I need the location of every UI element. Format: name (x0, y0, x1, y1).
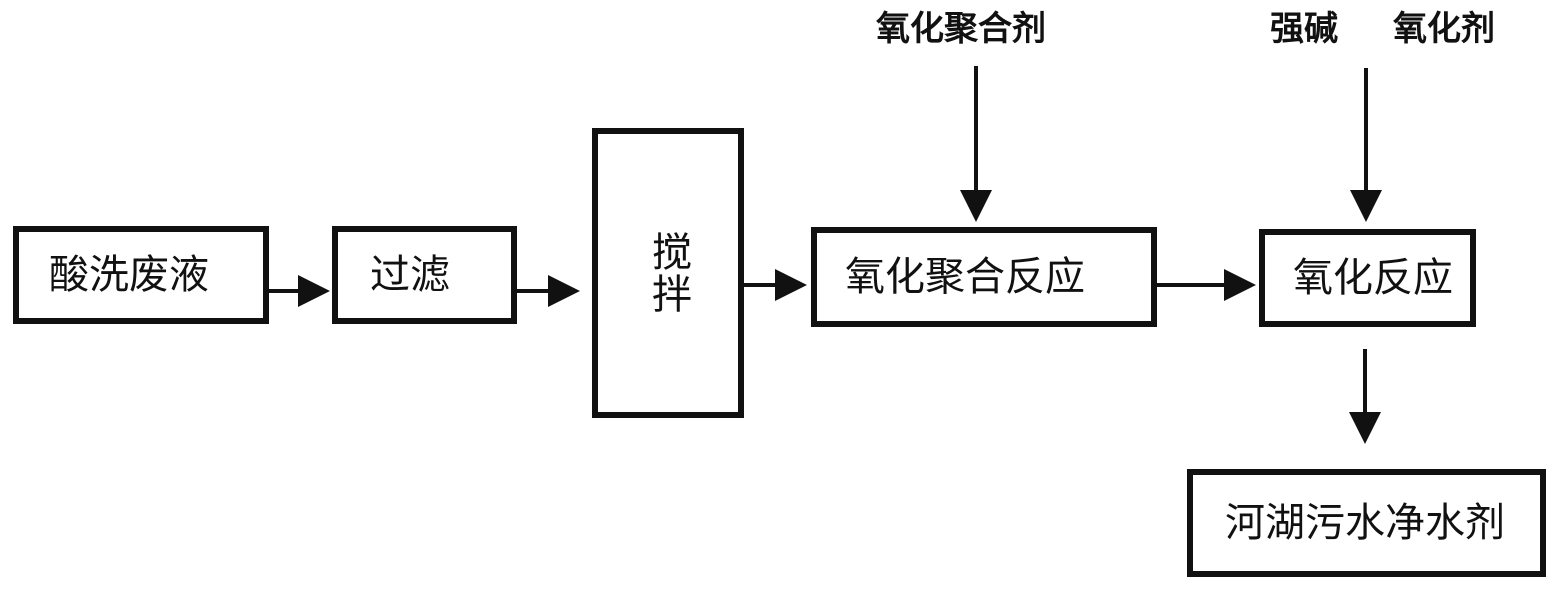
input-strong-base: 强碱 (1270, 9, 1338, 49)
step-filtration: 过滤 (332, 226, 517, 324)
step-pickling-waste-label: 酸洗废液 (49, 252, 209, 298)
step-oxidation: 氧化反应 (1259, 229, 1476, 327)
input-oxidative-polymerizer: 氧化聚合剂 (876, 9, 1046, 49)
step-filtration-label: 过滤 (370, 252, 450, 298)
step-oxidative-polymerization-label: 氧化聚合反应 (845, 254, 1085, 300)
step-oxidation-label: 氧化反应 (1293, 255, 1453, 301)
step-product-label: 河湖污水净水剂 (1225, 500, 1505, 546)
step-pickling-waste: 酸洗废液 (13, 226, 269, 324)
step-product: 河湖污水净水剂 (1187, 469, 1546, 577)
step-oxidative-polymerization: 氧化聚合反应 (811, 227, 1157, 327)
step-stirring: 搅拌 (592, 128, 744, 418)
step-stirring-label: 搅拌 (645, 231, 691, 315)
input-oxidant: 氧化剂 (1393, 9, 1495, 49)
